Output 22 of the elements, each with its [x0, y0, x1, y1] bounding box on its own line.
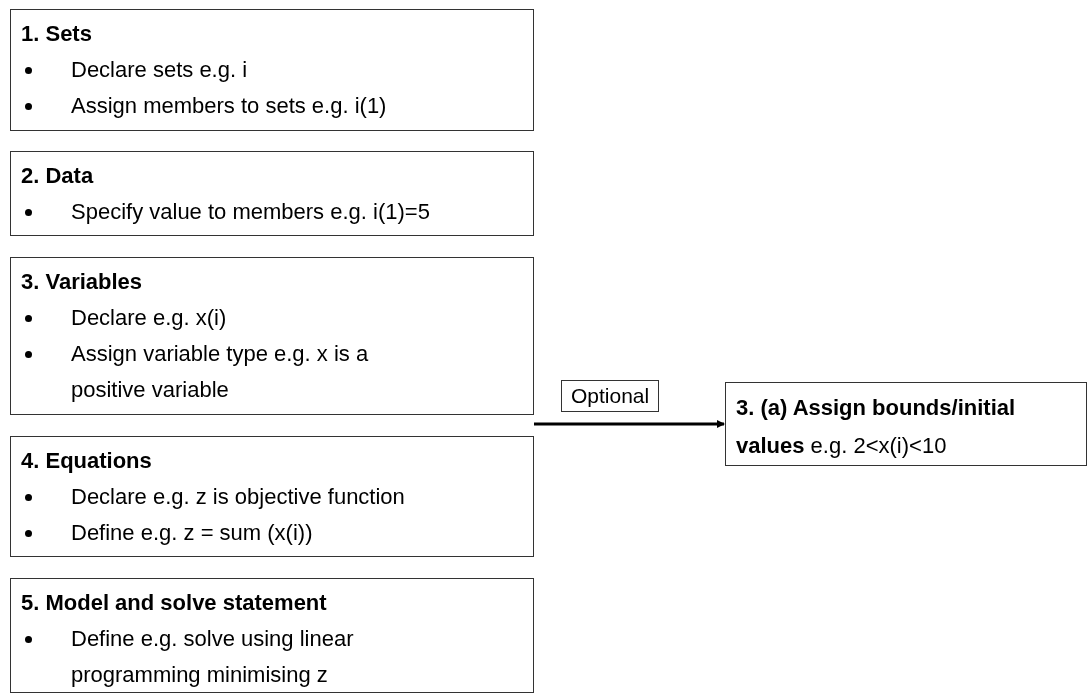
- step-box: [10, 436, 534, 557]
- bullet-item: Define e.g. solve using linear programming minimising z: [71, 625, 355, 689]
- step-heading: 4. Equations: [21, 447, 153, 475]
- arrow: [534, 420, 725, 428]
- step-box: [10, 257, 534, 415]
- bullet-item: Assign members to sets e.g. i(1): [71, 92, 388, 120]
- bullet-item: Assign variable type e.g. x is a positive variable: [71, 340, 370, 404]
- step-heading: 3. Variables: [21, 268, 144, 296]
- step-box: [10, 578, 534, 693]
- step-text: 3. (a) Assign bounds/initial values e.g. 2<x(i)<10: [736, 394, 1017, 460]
- edge-label: Optional: [561, 380, 660, 412]
- optional-step-box: [725, 382, 1087, 466]
- step-box: [10, 9, 534, 131]
- bullet-item: Define e.g. z = sum (x(i)): [71, 519, 314, 547]
- step-heading: 2. Data: [21, 162, 95, 190]
- step-heading: 1. Sets: [21, 20, 93, 48]
- bullet-item: Specify value to members e.g. i(1)=5: [71, 198, 431, 226]
- bullet-item: Declare sets e.g. i: [71, 56, 249, 84]
- step-heading: 5. Model and solve statement: [21, 589, 328, 617]
- bullet-item: Declare e.g. z is objective function: [71, 483, 406, 511]
- bullet-item: Declare e.g. x(i): [71, 304, 228, 332]
- step-box: [10, 151, 534, 236]
